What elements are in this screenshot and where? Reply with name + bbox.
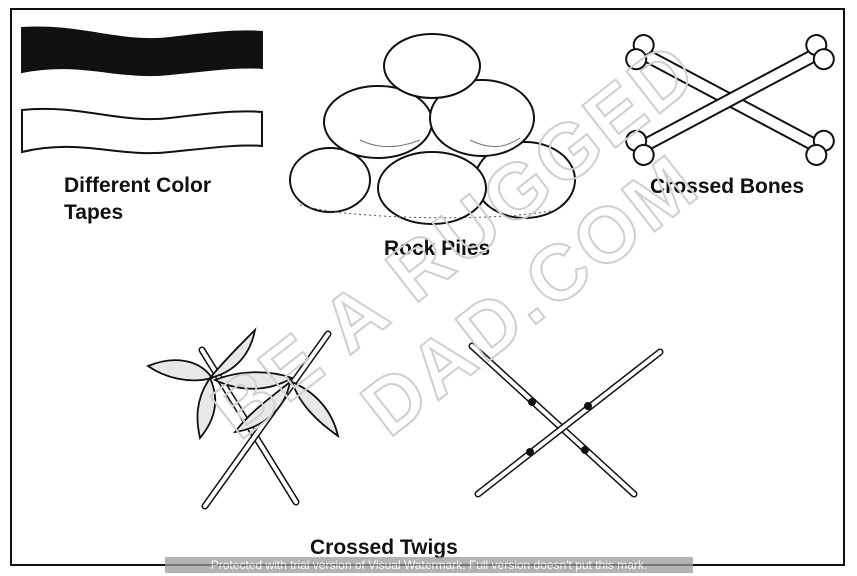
crossed-twigs-label: Crossed Twigs [310, 536, 458, 559]
leaf [146, 359, 214, 382]
leaf [196, 376, 217, 440]
tapes-label-line1: Different Color [64, 174, 211, 197]
twig-node [584, 402, 592, 410]
tapes-label-line2: Tapes [64, 201, 124, 224]
rock [289, 147, 371, 213]
rock [383, 33, 481, 99]
crossed-plain-twigs-illustration [468, 342, 664, 498]
diagram-frame [10, 8, 845, 566]
leaf [207, 327, 257, 380]
rock [429, 79, 535, 157]
bone [625, 34, 835, 166]
dark-tape [21, 26, 263, 77]
rock-piles-label: Rock Piles [384, 237, 491, 260]
watermark-banner: Protected with trial version of Visual W… [165, 557, 693, 573]
leaf [212, 371, 295, 390]
leaf [290, 380, 340, 439]
tapes-label: Different Color Tapes [64, 172, 211, 226]
twig-node [528, 398, 536, 406]
tapes-illustration [21, 26, 263, 155]
twig-node [526, 448, 534, 456]
rock [377, 151, 487, 225]
crossed-leafy-twigs-illustration [146, 327, 340, 510]
leaf [232, 379, 292, 434]
twig-node [581, 446, 589, 454]
crossed-bones-label: Crossed Bones [650, 175, 805, 198]
rock-pile-illustration [289, 33, 576, 225]
light-tape [21, 107, 263, 155]
crossed-bones-illustration [625, 34, 835, 166]
